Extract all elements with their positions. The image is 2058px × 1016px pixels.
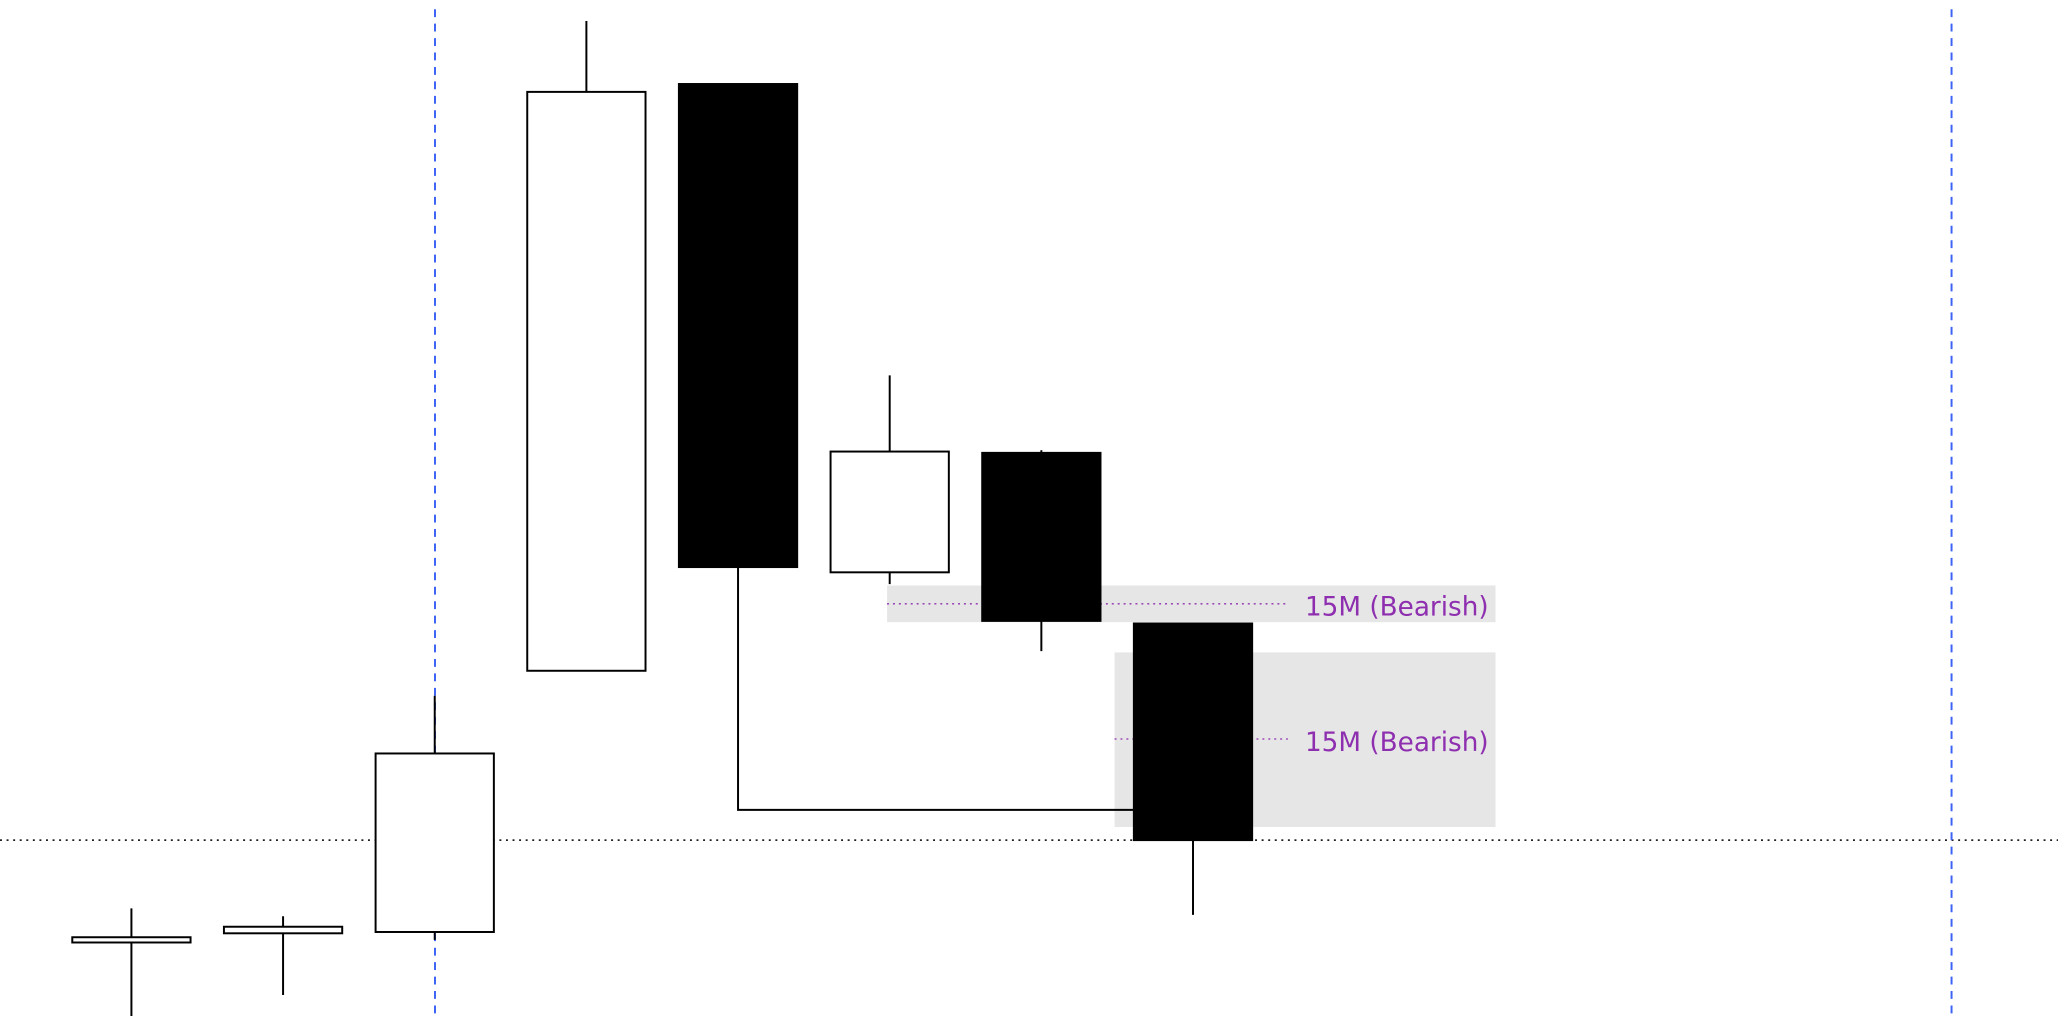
bearish-candle-body [677, 83, 799, 569]
bullish-candle-body [526, 90, 647, 672]
zone-label: 15M (Bearish) [1305, 593, 1489, 623]
zone-label: 15M (Bearish) [1305, 728, 1489, 758]
bullish-candle-body [71, 936, 192, 944]
bullish-candle-body [374, 752, 495, 933]
structure-connector [737, 567, 1134, 811]
bearish-candle-body [1132, 622, 1254, 842]
bullish-candle-body [222, 925, 344, 935]
bullish-candle-body [829, 450, 950, 574]
candles-layer [71, 21, 1254, 1016]
bearish-candle-body [981, 451, 1102, 622]
labels-layer: 15M (Bearish) 15M (Bearish) [1305, 593, 1489, 758]
